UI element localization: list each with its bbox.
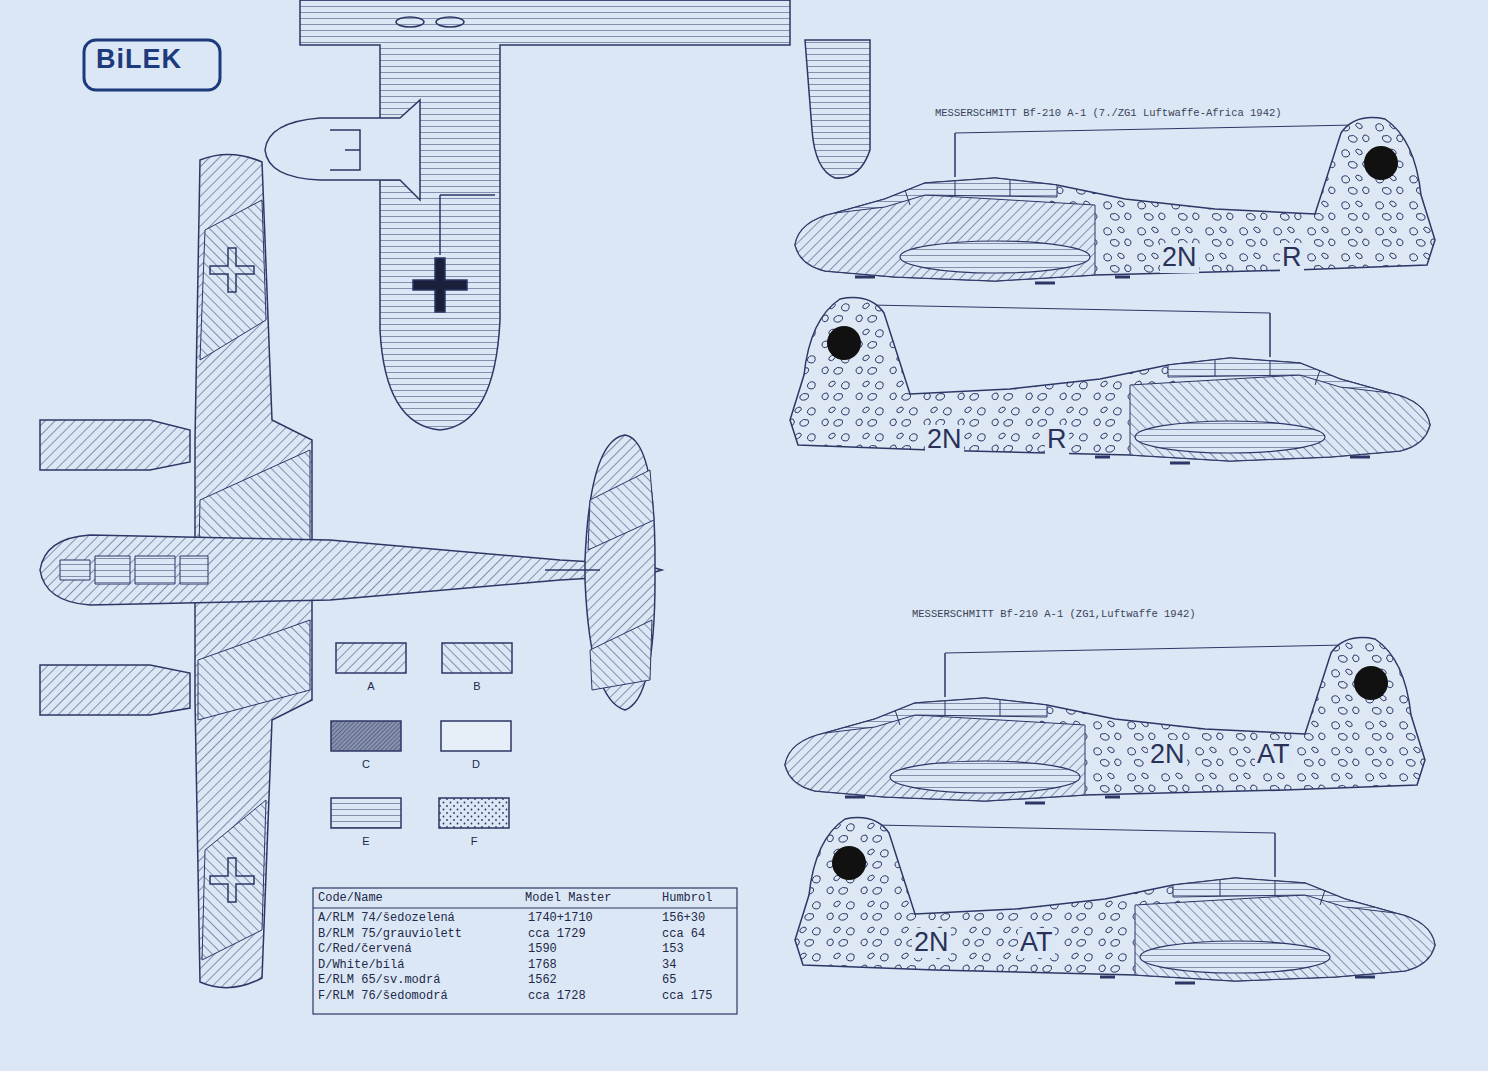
aircraft-code: R: [1045, 425, 1069, 455]
table-cell: C/Red/červená: [318, 943, 412, 956]
legend-letter: A: [367, 680, 374, 692]
legend-letter: C: [362, 758, 370, 770]
table-cell: D/White/bílá: [318, 959, 404, 972]
profile-title: MESSERSCHMITT Bf-210 A-1 (ZG1,Luftwaffe …: [912, 609, 1196, 621]
legend-swatch: [330, 797, 402, 829]
partial-view: [265, 0, 870, 430]
paint-table-frame: [313, 888, 737, 1014]
table-cell: 156+30: [662, 912, 705, 925]
logo-frame: [84, 40, 220, 90]
brand-logo: BiLEK: [96, 45, 182, 75]
legend-swatch: [330, 720, 402, 752]
table-cell: cca 1729: [528, 928, 586, 941]
aircraft-code: AT: [1255, 740, 1292, 770]
table-cell: A/RLM 74/šedozelená: [318, 912, 455, 925]
aircraft-code: R: [1280, 243, 1304, 273]
table-cell: 1740+1710: [528, 912, 593, 925]
table-cell: cca 64: [662, 928, 705, 941]
table-cell: cca 1728: [528, 990, 586, 1003]
legend-letter: D: [472, 758, 480, 770]
table-cell: cca 175: [662, 990, 712, 1003]
table-cell: 153: [662, 943, 684, 956]
table-cell: Humbrol: [662, 892, 712, 905]
table-cell: Code/Name: [318, 892, 383, 905]
legend-swatch: [440, 720, 512, 752]
aircraft-code: 2N: [1148, 740, 1187, 770]
legend-letter: E: [362, 835, 369, 847]
aircraft-code: 2N: [912, 928, 951, 958]
table-cell: 1562: [528, 974, 557, 987]
legend-swatch: [441, 642, 513, 674]
aircraft-code: 2N: [1160, 243, 1199, 273]
aircraft-code: 2N: [925, 425, 964, 455]
profile-title: MESSERSCHMITT Bf-210 A-1 (7./ZG1 Luftwaf…: [935, 108, 1282, 120]
table-cell: F/RLM 76/šedomodrá: [318, 990, 448, 1003]
table-cell: 1768: [528, 959, 557, 972]
side-profiles: [785, 118, 1435, 983]
table-cell: 65: [662, 974, 676, 987]
table-cell: E/RLM 65/sv.modrá: [318, 974, 440, 987]
legend-letter: F: [471, 835, 478, 847]
legend-swatch: [335, 642, 407, 674]
table-cell: B/RLM 75/grauviolett: [318, 928, 462, 941]
table-cell: Model Master: [525, 892, 611, 905]
table-cell: 34: [662, 959, 676, 972]
aircraft-code: AT: [1018, 928, 1055, 958]
table-cell: 1590: [528, 943, 557, 956]
legend-letter: B: [473, 680, 480, 692]
plan-view: [40, 154, 662, 987]
legend-swatch: [438, 797, 510, 829]
